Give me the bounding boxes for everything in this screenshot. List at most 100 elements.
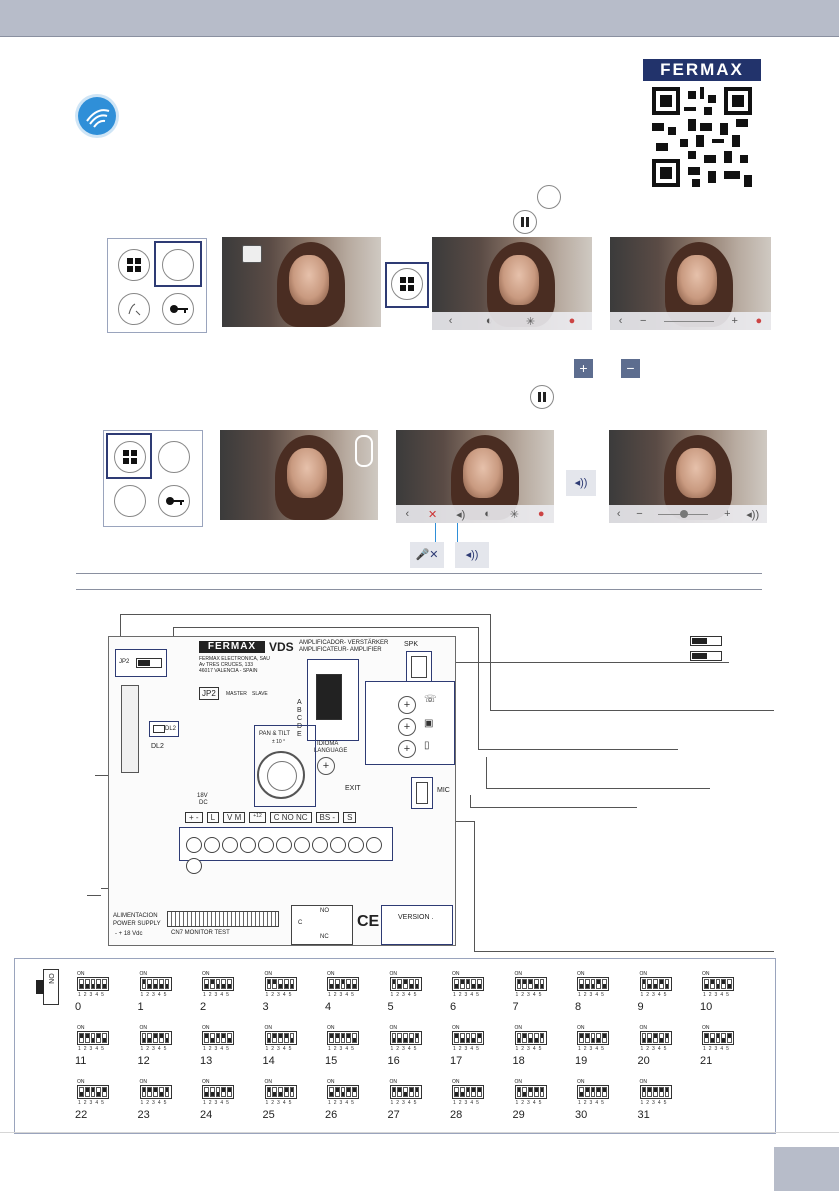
- handset-icon: ☏: [424, 694, 437, 705]
- dip-code-number: 19: [575, 1055, 588, 1067]
- terminal-labels: + - L V M +12 C NO NC BS - S: [185, 812, 357, 823]
- dip-code-number: 3: [262, 1001, 269, 1013]
- dip-code-number: 27: [387, 1109, 400, 1121]
- plus-icon: +: [731, 315, 738, 327]
- key-icon: [166, 497, 184, 505]
- dip-code-number: 28: [450, 1109, 463, 1121]
- mic-mute-button-icon: 🎤✕: [410, 542, 444, 568]
- plus-button-icon: +: [574, 359, 593, 378]
- fermax-logo: FERMAX: [643, 59, 761, 81]
- cn7-connector: [167, 911, 279, 927]
- minus-icon: −: [636, 508, 643, 520]
- back-icon: ‹: [405, 508, 410, 520]
- page-corner-tab: [774, 1147, 839, 1191]
- menu-highlight: [385, 262, 429, 308]
- color-icon: ●: [755, 315, 763, 327]
- autostart-button[interactable]: [162, 249, 194, 281]
- jumper-legend-1: [690, 636, 722, 646]
- footer-divider: [0, 1132, 839, 1133]
- on-legend: [36, 969, 59, 1005]
- key-icon: [170, 305, 188, 313]
- dip-code-number: 31: [637, 1109, 650, 1121]
- intercom-button[interactable]: [118, 293, 150, 325]
- minus-icon: −: [639, 315, 647, 327]
- wifi-icon: [78, 97, 116, 135]
- video-screen-1: [222, 237, 381, 327]
- language-dip-switch[interactable]: [307, 659, 359, 741]
- dip-code-number: 0: [75, 1001, 82, 1013]
- dip-code-number: 22: [75, 1109, 88, 1121]
- minus-button-icon: −: [621, 359, 640, 378]
- color-icon: ●: [568, 315, 576, 327]
- divider: [76, 573, 762, 574]
- brightness-icon: ✳: [525, 315, 536, 328]
- video-screen-6: ‹−+◂)): [609, 430, 767, 523]
- jp2-jumper-box: JP2: [115, 649, 167, 677]
- relay-box: NO C NC: [291, 905, 353, 945]
- speaker-button-icon: ◂)): [566, 470, 596, 496]
- dl2-led-box: DL2: [149, 721, 179, 737]
- pause-icon-2: [530, 385, 554, 409]
- dip-code-number: 1: [137, 1001, 144, 1013]
- menu-button[interactable]: [114, 441, 146, 473]
- monitor-buttons-panel-2: [103, 430, 203, 527]
- intercom-button[interactable]: [114, 485, 146, 517]
- volume-adjust-box: + + + ☏ ▣ ▯: [365, 681, 455, 765]
- adjust-toolbar: ‹ − + ●: [610, 312, 771, 330]
- divider: [76, 589, 762, 590]
- ce-mark: CE: [357, 913, 380, 930]
- door-release-button[interactable]: [162, 293, 194, 325]
- device-brand: FERMAX: [199, 641, 265, 653]
- version-box: VERSION .: [381, 905, 453, 945]
- jumper-legend-2: [690, 651, 722, 661]
- back-icon: ‹: [448, 315, 453, 327]
- speaker-button-icon-2: ◂)): [455, 542, 489, 568]
- pan-tilt-knob[interactable]: [257, 751, 305, 799]
- dip-code-number: 14: [262, 1055, 275, 1067]
- settings-toolbar: ‹◐✳●: [432, 312, 592, 330]
- circle-button-icon: [537, 185, 561, 209]
- qr-code: [652, 87, 752, 187]
- menu-button[interactable]: [118, 249, 150, 281]
- autostart-button[interactable]: [158, 441, 190, 473]
- dip-code-number: 21: [700, 1055, 713, 1067]
- dip-code-number: 9: [637, 1001, 644, 1013]
- video-screen-3: ‹ − + ●: [610, 237, 771, 330]
- dip-code-number: 7: [512, 1001, 519, 1013]
- dip-code-number: 24: [200, 1109, 213, 1121]
- back-icon: ‹: [618, 315, 623, 327]
- terminal-block: [179, 827, 393, 874]
- volume-toolbar: ‹−+◂)): [609, 505, 767, 523]
- door-release-button[interactable]: [158, 485, 190, 517]
- adjust-screw-icon: +: [317, 757, 335, 775]
- grid-icon: [123, 450, 137, 464]
- dip-code-number: 8: [575, 1001, 582, 1013]
- brightness-icon: ✳: [509, 508, 519, 521]
- contrast-icon: ◐: [484, 508, 491, 520]
- camera-icon: [242, 245, 262, 263]
- intercom-icon: [128, 303, 141, 316]
- dip-code-number: 16: [387, 1055, 400, 1067]
